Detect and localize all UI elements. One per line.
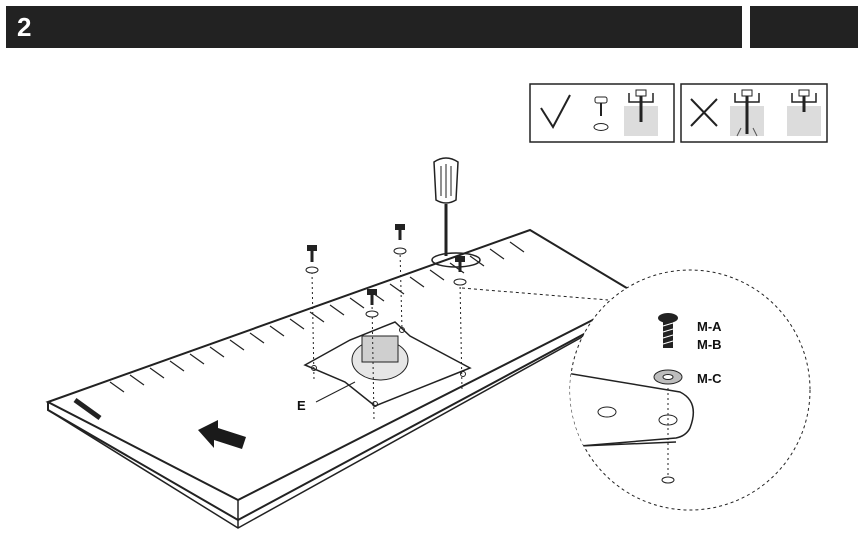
- bracket-too-long-icon: [730, 89, 764, 137]
- check-icon: [540, 94, 571, 129]
- header-notch: [742, 6, 750, 48]
- push-arrow-icon: [198, 420, 246, 449]
- washer-label: M-C: [697, 371, 722, 386]
- cross-icon: [690, 98, 718, 127]
- bracket-fit-icon: [624, 89, 658, 136]
- screwdriver-icon: [431, 157, 481, 268]
- vent-slots: [109, 241, 525, 393]
- step-header-bar: 2: [6, 6, 858, 48]
- screw-label-a: M-A: [697, 319, 722, 334]
- legend-correct-box: [529, 83, 675, 143]
- legend-incorrect-box: [680, 83, 828, 143]
- zoom-washer: [653, 369, 683, 385]
- zoom-screw: [658, 313, 678, 348]
- zoom-leader: [461, 287, 609, 301]
- screws-exploded: [305, 224, 467, 421]
- bracket-too-short-icon: [787, 89, 821, 136]
- step-number: 2: [17, 12, 32, 42]
- screw-label-b: M-B: [697, 337, 722, 352]
- plate-label: E: [297, 398, 306, 413]
- mounting-plate: [303, 321, 472, 407]
- zoom-detail: M-A M-B M-C: [569, 269, 811, 511]
- small-screw-icon: [593, 96, 609, 131]
